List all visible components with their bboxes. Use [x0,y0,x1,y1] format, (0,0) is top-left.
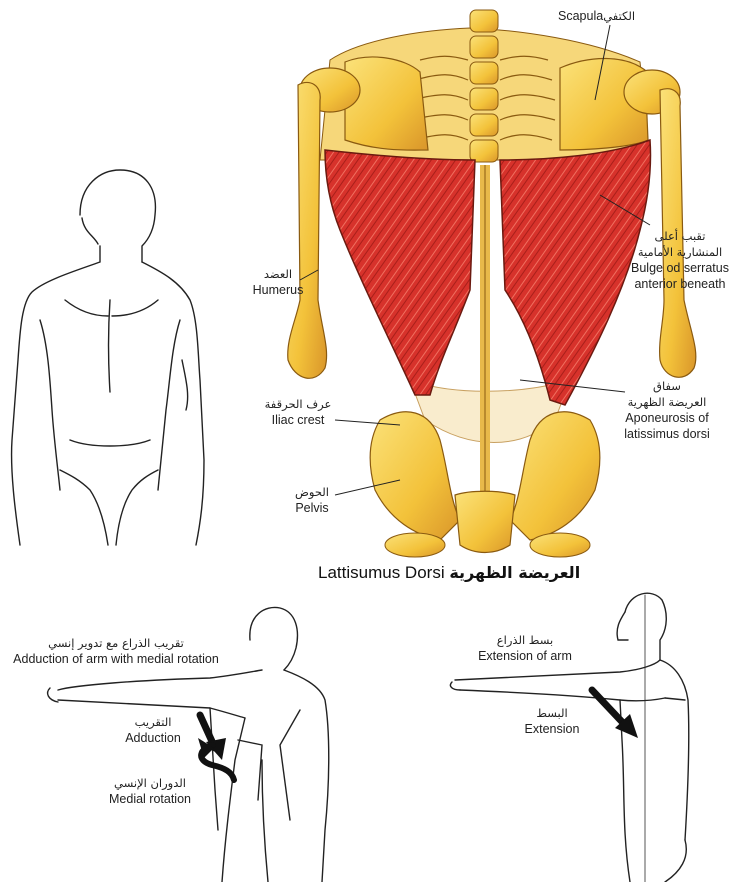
label-iliac-ar: عرف الحرقفة [258,396,338,412]
label-adduction-en: Adduction [118,730,188,746]
label-humerus: العضد Humerus [248,266,308,298]
label-pelvis-ar: الحوض [282,484,342,500]
label-serratus-en1: Bulge od serratus [630,260,730,276]
label-pelvis: الحوض Pelvis [282,484,342,516]
label-serratus-en2: anterior beneath [630,276,730,292]
label-scapula-ar: الكتفي [603,9,635,23]
label-medial-rotation: الدوران الإنسي Medial rotation [100,775,200,807]
label-aponeurosis-en1: Aponeurosis of [612,410,722,426]
label-adduction: التقريب Adduction [118,714,188,746]
label-scapula: Scapulaالكتفي [558,8,635,24]
label-extension-ar: البسط [512,705,592,721]
label-extension-arm-en: Extension of arm [465,648,585,664]
label-serratus: تقبب أعلى المنشارية الأمامية Bulge od se… [630,228,730,292]
diagram-title: Lattisumus Dorsi العريضة الظهرية [318,563,580,583]
label-iliac-crest: عرف الحرقفة Iliac crest [258,396,338,428]
label-serratus-ar2: المنشارية الأمامية [630,244,730,260]
label-humerus-en: Humerus [248,282,308,298]
label-adduction-rotation: تقريب الذراع مع تدوير إنسي Adduction of … [0,635,232,667]
title-en: Lattisumus Dorsi [318,563,445,582]
title-ar: العريضة الظهرية [449,563,580,582]
label-pelvis-en: Pelvis [282,500,342,516]
label-extension-arm-ar: بسط الذراع [465,632,585,648]
label-aponeurosis-en2: latissimus dorsi [612,426,722,442]
label-aponeurosis-ar1: سفاق [612,378,722,394]
latissimus-right-muscle [500,140,651,405]
back-figure-outline [12,170,204,545]
label-adduction-rotation-ar: تقريب الذراع مع تدوير إنسي [0,635,232,651]
label-scapula-en: Scapula [558,9,603,23]
label-humerus-ar: العضد [248,266,308,282]
label-adduction-ar: التقريب [118,714,188,730]
extension-arrow-icon [592,690,638,738]
label-medial-rotation-ar: الدوران الإنسي [100,775,200,791]
label-adduction-rotation-en: Adduction of arm with medial rotation [0,651,232,667]
label-aponeurosis: سفاق العريضة الظهرية Aponeurosis of lati… [612,378,722,442]
label-aponeurosis-ar2: العريضة الظهرية [612,394,722,410]
label-medial-rotation-en: Medial rotation [100,791,200,807]
label-extension-en: Extension [512,721,592,737]
latissimus-left-muscle [325,150,475,395]
label-iliac-en: Iliac crest [258,412,338,428]
label-extension-arm: بسط الذراع Extension of arm [465,632,585,664]
label-extension: البسط Extension [512,705,592,737]
label-serratus-ar1: تقبب أعلى [630,228,730,244]
